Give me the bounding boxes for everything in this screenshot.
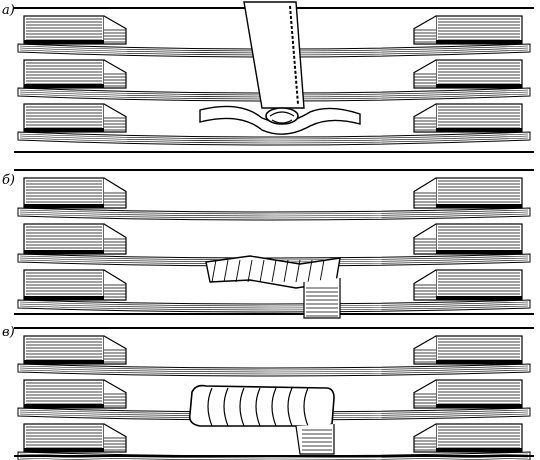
turn-band-3-hatch [19, 301, 529, 311]
panel-b-label: б) [2, 173, 15, 188]
right-coil-2-chamfer-lines [414, 73, 436, 87]
right-coil-2 [413, 59, 523, 89]
right-coil-3-edge [436, 128, 522, 132]
right-coil-2 [413, 379, 523, 409]
repair-tape-sleeve [188, 384, 335, 429]
left-coil-1-edge [24, 360, 104, 364]
right-coil-3-outline [435, 103, 523, 133]
right-coil-1 [413, 335, 523, 365]
damage-spot [265, 107, 299, 125]
bent-conductor [199, 105, 361, 135]
left-coil-2-chamfer-lines [104, 73, 126, 87]
sleeve-tail [295, 424, 335, 455]
left-coil-3 [23, 423, 127, 453]
left-coil-2-conductors [26, 62, 102, 85]
right-coil-3-chamfer-lines [414, 437, 436, 451]
left-coil-1-chamfer-lines [104, 349, 126, 363]
sleeve-wraps [207, 387, 309, 427]
tape-tail-lines [306, 287, 338, 317]
right-coil-2-chamfer-lines [414, 238, 436, 252]
right-coil-2-conductors [438, 382, 520, 405]
left-coil-1-chamfer-lines [104, 29, 126, 43]
left-coil-3-chamfer-lines [104, 437, 126, 451]
left-coil-1-edge [24, 204, 104, 208]
panel-c: в) [2, 325, 534, 460]
left-coil-2-chamfer-lines [104, 393, 126, 407]
repair-tape-wraps [211, 259, 325, 283]
right-coil-2-outline [435, 59, 523, 89]
panel-a-label: а) [2, 3, 15, 18]
left-coil-3-conductors [26, 426, 102, 449]
right-coil-2-chamfer-lines [414, 393, 436, 407]
right-coil-3 [413, 423, 523, 453]
right-coil-2-conductors [438, 62, 520, 85]
left-coil-2-chamfer-lines [104, 238, 126, 252]
right-coil-1-edge [436, 204, 522, 208]
panel-b: б) [2, 169, 534, 319]
left-coil-3-edge [24, 128, 104, 132]
left-coil-3-conductors [26, 106, 102, 129]
left-coil-2-edge [24, 84, 104, 88]
right-coil-1-outline [435, 335, 523, 365]
right-coil-1 [413, 15, 523, 45]
left-coil-3-edge [24, 296, 104, 300]
right-coil-3-conductors [438, 106, 520, 129]
turn-band-3-hatch [19, 133, 529, 144]
left-coil-1-conductors [26, 18, 102, 41]
panel-c-label: в) [2, 325, 15, 340]
right-coil-3-edge [436, 296, 522, 300]
left-coil-1-chamfer-lines [104, 192, 126, 206]
right-coil-1-edge [436, 360, 522, 364]
left-coil-3 [23, 103, 127, 133]
right-coil-3-chamfer-lines [414, 284, 436, 298]
right-coil-3-outline [435, 423, 523, 453]
left-coil-2 [23, 379, 127, 409]
right-coil-3-chamfer-lines [414, 117, 436, 131]
left-coil-1 [23, 15, 127, 45]
left-coil-1-conductors [26, 338, 102, 361]
vertical-strip [243, 1, 305, 109]
right-coil-1-chamfer-lines [414, 349, 436, 363]
right-coil-3 [413, 269, 523, 301]
strip-edge-dashes [289, 5, 299, 105]
left-coil-1 [23, 335, 127, 365]
left-coil-2-edge [24, 250, 104, 254]
right-coil-3-edge [436, 448, 522, 452]
left-coil-2 [23, 223, 127, 255]
left-coil-2 [23, 59, 127, 89]
right-coil-2 [413, 223, 523, 255]
left-coil-3-chamfer-lines [104, 117, 126, 131]
turn-band-1-hatch [19, 365, 529, 375]
turn-band-1-hatch [19, 209, 529, 219]
right-coil-1 [413, 177, 523, 209]
damage-spot-marks [269, 111, 295, 124]
right-coil-2-edge [436, 84, 522, 88]
right-coil-2-edge [436, 250, 522, 254]
sleeve-tail-lines [302, 429, 332, 451]
left-coil-3 [23, 269, 127, 301]
left-coil-2-conductors [26, 382, 102, 405]
right-coil-1-conductors [438, 338, 520, 361]
left-coil-2-edge [24, 404, 104, 408]
right-coil-2-outline [435, 379, 523, 409]
panel-a: а) [2, 1, 534, 153]
right-coil-1-conductors [438, 18, 520, 41]
right-coil-2-edge [436, 404, 522, 408]
right-coil-1-chamfer-lines [414, 192, 436, 206]
right-coil-1-chamfer-lines [414, 29, 436, 43]
left-coil-1 [23, 177, 127, 209]
left-coil-1-outline [23, 335, 105, 365]
right-coil-3 [413, 103, 523, 133]
right-coil-1-edge [436, 40, 522, 44]
left-coil-1-edge [24, 40, 104, 44]
right-coil-3-conductors [438, 426, 520, 449]
left-coil-3-edge [24, 448, 104, 452]
left-coil-3-chamfer-lines [104, 284, 126, 298]
